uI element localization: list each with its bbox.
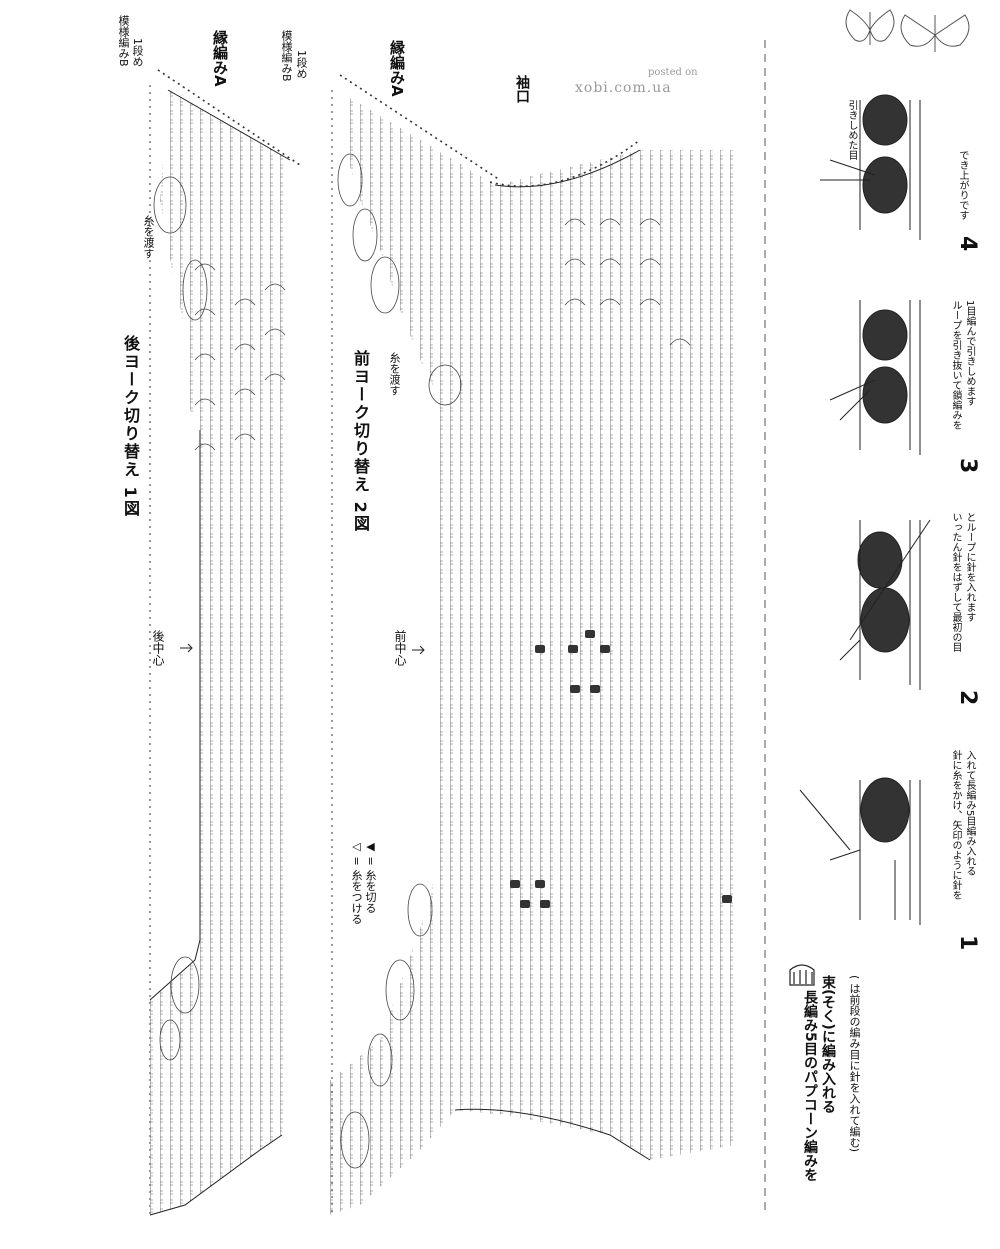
special-b-back-line2: 1段め [131,38,144,67]
front-center-label: 前中心 [393,630,407,666]
butterfly-icon [845,9,970,52]
front-scallop-loops [337,153,691,1169]
watermark-site: xobi.com.ua [575,80,672,96]
special-b-back-line1: 模様編みB [117,15,130,67]
back-edging-dots [157,69,301,166]
step-3-number: 3 [955,458,980,474]
back-center-label: 後中心 [151,630,165,666]
step-3-line2: 1目編んで引きしめます [964,300,975,407]
special-b-front-line2: 1段め [295,50,308,79]
sleeve-curve-top-dots [489,139,641,187]
step-1-line2: 入れて長編み5目編み入れる [964,750,975,877]
step-1-number: 1 [955,935,980,951]
legend-attach-yarn: ◁ = 糸をつける [350,840,363,925]
front-yoke-title: 前ヨーク切り替え 2図 [351,350,370,533]
step-4-line1: でき上がりです [957,150,968,220]
edging-a-front-label: 縁編みA [388,40,406,97]
edging-a-back-label: 縁編みA [211,30,229,87]
step-2-number: 2 [955,690,980,706]
step-3-illustration [829,300,921,455]
sleeve-curve-top [494,149,641,188]
step-illustrations [799,94,931,925]
sleeve-curve-bottom [454,1108,651,1161]
front-center-arrow [412,645,425,655]
legend-cut-yarn: ◀ = 糸を切る [364,840,377,914]
popcorn-stitch-marks [510,630,732,908]
popcorn-symbol-icon [789,964,815,986]
step-1-line1: 針に糸をかけ、矢印のように針を [950,750,961,900]
front-edging-dots [339,74,501,181]
watermark-posted-on: posted on [648,67,698,78]
special-b-front-line1: 模様編みB [280,30,293,82]
step-1-illustration [799,777,921,925]
step-3-line1: ループを引き抜いて鎖編みを [950,300,961,430]
popcorn-note: ( は前段の編み目に針を入れて編む) [848,975,861,1153]
step-2-illustration [839,519,931,690]
popcorn-title-line1: 長編み5目のパプコーン編みを [802,990,818,1182]
step-4-illustration [820,94,921,240]
pass-yarn-front-label: 糸を渡す [388,352,401,396]
back-yoke-title: 後ヨーク切り替え 1図 [121,335,140,518]
back-scallop-loops [153,176,286,1061]
back-center-arrow [180,643,193,653]
pass-yarn-back-label: 糸を渡す [142,215,155,259]
step-2-line1: いったん針をはずして最初の目 [950,512,961,652]
back-yoke-chart [149,69,301,1216]
step-2-line2: とループに針を入れます [964,512,975,622]
back-yoke-outline [149,89,291,1216]
popcorn-title-line2: 束(そく)に編み入れる [820,975,836,1114]
step-4-callout: 引きしめた目 [846,100,857,160]
step-4-number: 4 [955,236,980,252]
sleeve-opening-label: 袖口 [514,75,530,103]
